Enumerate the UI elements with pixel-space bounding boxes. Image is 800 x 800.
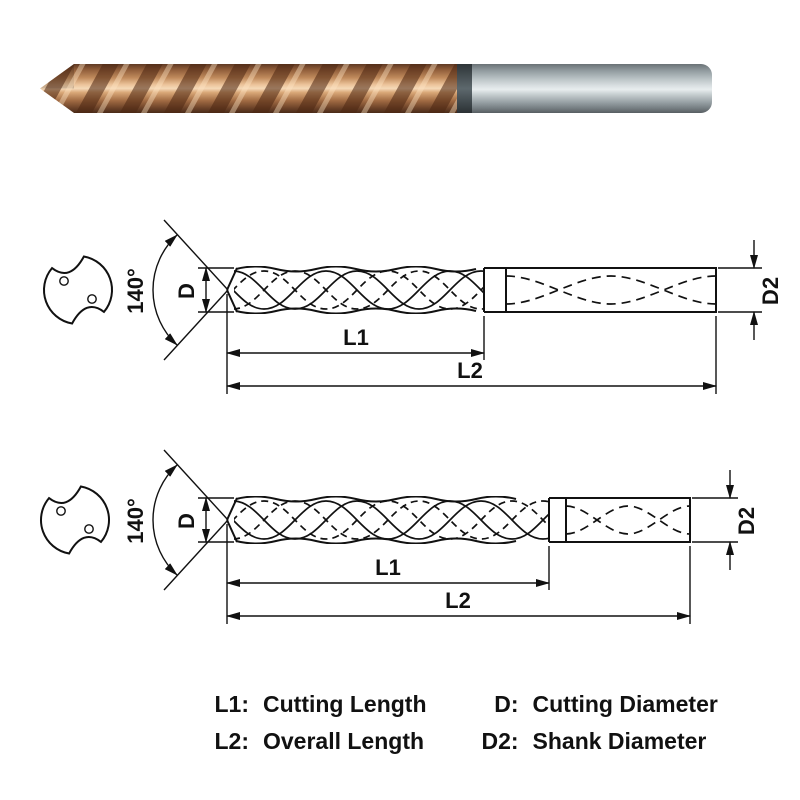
legend-key-d: D: xyxy=(494,691,519,717)
coolant-hole-icon xyxy=(56,506,66,516)
legend-value-d: Cutting Diameter xyxy=(532,691,718,717)
legend-value-d2: Shank Diameter xyxy=(532,728,707,754)
drill-photo-flute-section xyxy=(40,64,457,113)
dim-d-upper: D xyxy=(174,267,234,313)
point-angle-lower: 140° xyxy=(123,449,229,591)
legend-key-l2: L2: xyxy=(214,728,250,754)
legend-value-l2: Overall Length xyxy=(263,728,425,754)
dim-l2-lower: L2 xyxy=(226,546,691,624)
legend-row-l2: L2: Overall Length xyxy=(205,723,427,760)
dim-d-lower: D xyxy=(174,497,234,543)
legend-row-l1: L1: Cutting Length xyxy=(205,686,427,723)
coolant-hole-icon xyxy=(84,524,94,534)
dim-d2-upper: D2 xyxy=(718,240,783,340)
d-label: D xyxy=(174,283,199,299)
end-view-upper xyxy=(42,255,114,325)
l1-label: L1 xyxy=(343,325,369,350)
legend-left-column: L1: Cutting Length L2: Overall Length xyxy=(205,686,427,760)
l2-label: L2 xyxy=(445,588,471,613)
dim-d2-lower: D2 xyxy=(692,470,759,570)
legend-right-column: D: Cutting Diameter D2: Shank Diameter xyxy=(475,686,718,760)
legend: L1: Cutting Length L2: Overall Length D:… xyxy=(205,686,718,760)
drill-outline-upper xyxy=(226,266,717,314)
legend-key-l1: L1: xyxy=(214,691,250,717)
dim-l1-lower: L1 xyxy=(226,524,550,624)
legend-key-d2: D2: xyxy=(481,728,519,754)
legend-row-d2: D2: Shank Diameter xyxy=(475,723,718,760)
dim-l2-upper: L2 xyxy=(226,316,717,394)
upper-drawing: 140° D xyxy=(42,219,783,394)
drill-photo-helix-stripes xyxy=(40,64,457,113)
coolant-hole-icon xyxy=(59,276,69,286)
d-label: D xyxy=(174,513,199,529)
angle-label: 140° xyxy=(123,268,148,314)
end-view-lower xyxy=(39,485,111,555)
lower-drawing: 140° D xyxy=(39,449,759,624)
legend-value-l1: Cutting Length xyxy=(263,691,427,717)
d2-label: D2 xyxy=(758,277,783,305)
point-angle-upper: 140° xyxy=(123,219,229,361)
drill-outline-lower xyxy=(226,496,691,544)
legend-row-d: D: Cutting Diameter xyxy=(475,686,718,723)
coolant-hole-icon xyxy=(87,294,97,304)
drill-photo-shank xyxy=(460,64,712,113)
l2-label: L2 xyxy=(457,358,483,383)
angle-label: 140° xyxy=(123,498,148,544)
dim-l1-upper: L1 xyxy=(226,294,485,394)
d2-label: D2 xyxy=(734,507,759,535)
drill-photo xyxy=(40,64,712,113)
l1-label: L1 xyxy=(375,555,401,580)
